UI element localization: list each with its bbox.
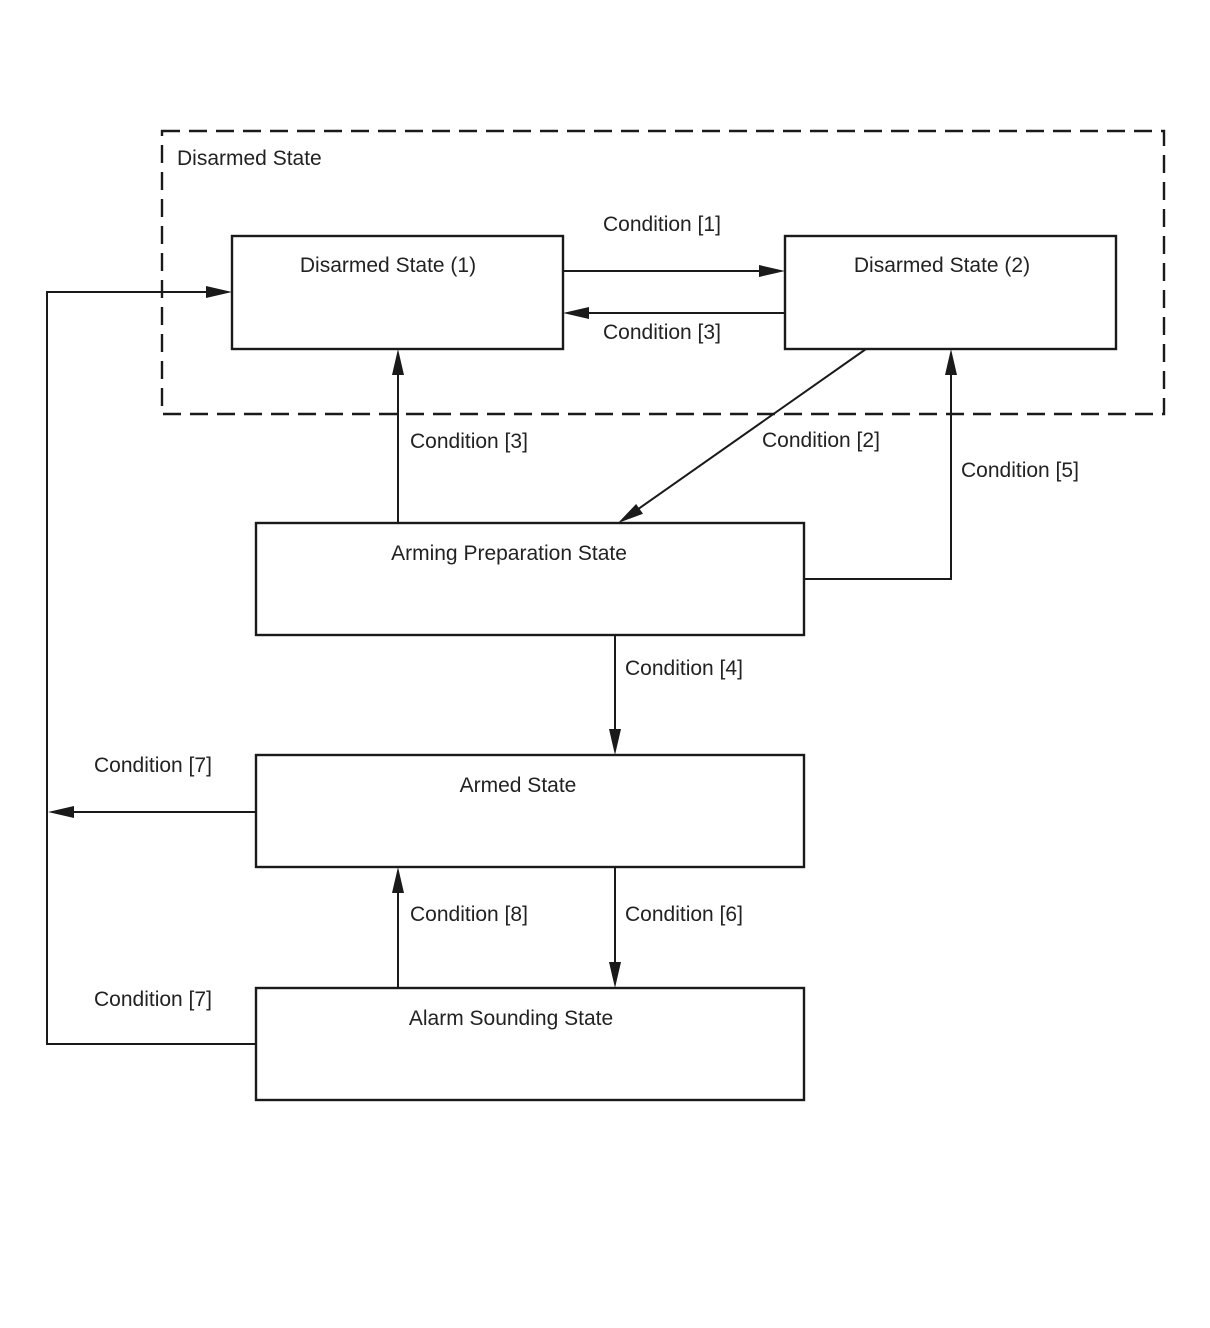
transition-alarm-to-armed: Condition [8] <box>392 867 528 988</box>
arrowhead <box>609 729 621 755</box>
group-label: Disarmed State <box>177 147 322 170</box>
transition-armed-to-alarm: Condition [6] <box>609 867 743 988</box>
transition-prep-to-d2-label: Condition [5] <box>961 459 1079 482</box>
transition-prep-to-d2: Condition [5] <box>804 349 1079 580</box>
arrowhead <box>945 349 957 375</box>
state-disarmed-2: Disarmed State (2) <box>783 234 1118 351</box>
transition-armed-to-alarm-label: Condition [6] <box>625 903 743 926</box>
arrowhead <box>392 867 404 893</box>
arrowhead <box>206 286 232 298</box>
transition-prep-to-armed: Condition [4] <box>609 635 743 755</box>
arrowhead <box>618 504 643 523</box>
arrowhead <box>759 265 785 277</box>
arrowhead <box>48 806 74 818</box>
state-arming-preparation-label: Arming Preparation State <box>391 542 627 565</box>
state-disarmed-1: Disarmed State (1) <box>230 234 565 351</box>
state-armed: Armed State <box>254 753 806 869</box>
transition-prep-to-d1: Condition [3] <box>392 349 528 523</box>
arrowhead <box>392 349 404 375</box>
state-disarmed-1-box <box>230 234 565 351</box>
state-alarm-sounding-box <box>254 986 806 1102</box>
transition-d2-to-d1: Condition [3] <box>563 307 785 344</box>
transition-d1-to-d2-label: Condition [1] <box>603 213 721 236</box>
state-armed-box <box>254 753 806 869</box>
transition-d2-to-d1-label: Condition [3] <box>603 321 721 344</box>
transition-d2-to-prep-label: Condition [2] <box>762 429 880 452</box>
disarmed-state-group <box>160 129 1166 416</box>
state-alarm-sounding: Alarm Sounding State <box>254 986 806 1102</box>
state-alarm-sounding-label: Alarm Sounding State <box>409 1007 613 1030</box>
arrowhead <box>609 962 621 988</box>
state-arming-preparation: Arming Preparation State <box>254 521 806 637</box>
transition-alarm-to-d1: Condition [7] <box>46 286 256 1045</box>
state-disarmed-1-label: Disarmed State (1) <box>300 254 476 277</box>
transition-alarm-to-d1-label: Condition [7] <box>94 988 212 1011</box>
transition-prep-to-d1-label: Condition [3] <box>410 430 528 453</box>
transition-armed-to-d1-label: Condition [7] <box>94 754 212 777</box>
state-disarmed-2-box <box>783 234 1118 351</box>
state-arming-preparation-box <box>254 521 806 637</box>
transition-armed-to-d1: Condition [7] <box>48 754 256 818</box>
transition-d2-to-prep: Condition [2] <box>618 348 880 523</box>
transition-prep-to-armed-label: Condition [4] <box>625 657 743 680</box>
state-armed-label: Armed State <box>460 774 577 797</box>
arrowhead <box>563 307 589 319</box>
transition-alarm-to-armed-label: Condition [8] <box>410 903 528 926</box>
transition-d1-to-d2: Condition [1] <box>563 213 785 277</box>
state-disarmed-2-label: Disarmed State (2) <box>854 254 1030 277</box>
